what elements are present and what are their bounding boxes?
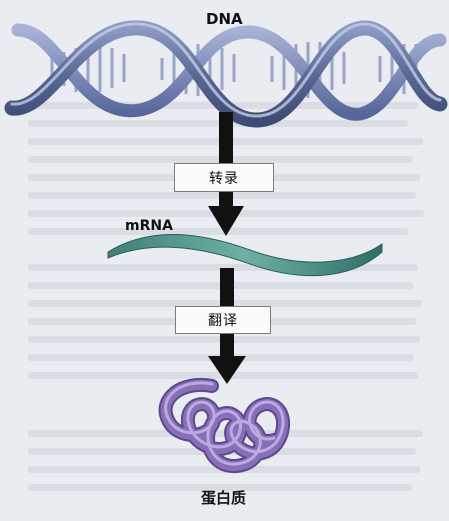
- mrna-label: mRNA: [125, 218, 173, 234]
- dna-double-helix-icon: [4, 20, 448, 128]
- translation-label: 翻译: [208, 313, 238, 329]
- transcription-label: 转录: [209, 170, 239, 187]
- dna-front-strand: [4, 20, 448, 128]
- transcription-step-box: 转录: [174, 163, 274, 192]
- translation-step-box: 翻译: [175, 306, 271, 334]
- dna-label: DNA: [206, 10, 243, 28]
- dna-back-strand: [11, 23, 447, 121]
- protein-label: 蛋白质: [201, 489, 247, 507]
